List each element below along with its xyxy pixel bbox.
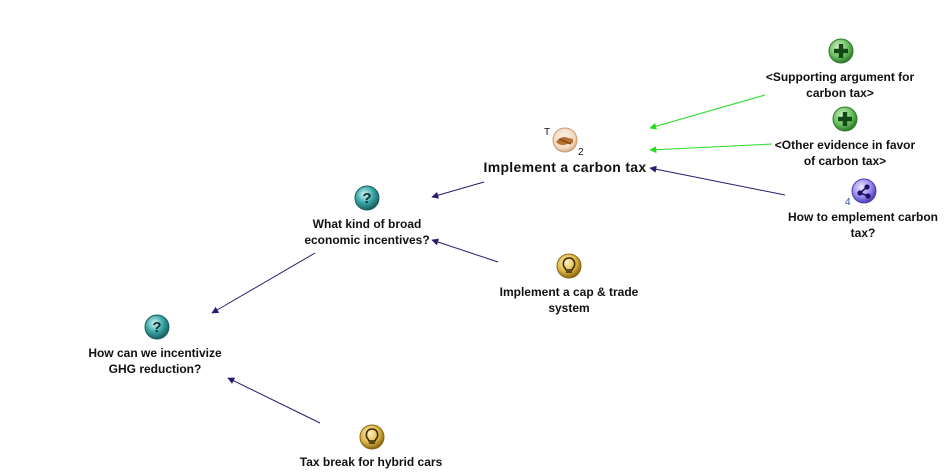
node-label-line: Implement a carbon tax	[483, 159, 647, 175]
node-label-line: How can we incentivize	[88, 346, 222, 360]
lightbulb-icon[interactable]	[359, 424, 385, 450]
plus-icon[interactable]	[832, 106, 858, 132]
link-how-to-to-carbon-tax[interactable]	[649, 165, 786, 196]
node-supporting-argument[interactable]: <Supporting argument for carbon tax>	[745, 69, 935, 101]
node-cap-and-trade[interactable]: Implement a cap & trade system	[474, 284, 664, 316]
node-label-line: tax?	[850, 226, 876, 240]
map-icon[interactable]	[851, 178, 877, 204]
node-carbon-tax[interactable]: Implement a carbon tax	[470, 159, 660, 175]
link-supporting-to-carbon-tax[interactable]	[649, 94, 766, 130]
node-ghg-reduction[interactable]: How can we incentivize GHG reduction?	[65, 345, 245, 377]
node-label-line: economic incentives?	[304, 233, 430, 247]
node-label-line: Tax break for hybrid cars	[299, 455, 443, 469]
node-label-line: How to emplement carbon	[787, 210, 939, 224]
node-label-line: Implement a cap & trade	[499, 285, 639, 299]
svg-text:?: ?	[152, 319, 161, 336]
node-hybrid-cars[interactable]: Tax break for hybrid cars	[276, 454, 466, 470]
node-label-line: GHG reduction?	[108, 362, 202, 376]
node-label-line: system	[548, 301, 590, 315]
node-label-line: carbon tax>	[806, 86, 874, 100]
node-how-to-implement[interactable]: How to emplement carbon tax?	[768, 209, 945, 241]
node-label-line: <Supporting argument for	[765, 70, 915, 84]
handshake-icon[interactable]	[552, 127, 578, 153]
node-label-line: of carbon tax>	[803, 154, 887, 168]
svg-text:?: ?	[362, 190, 371, 207]
node-economic-incentives[interactable]: What kind of broad economic incentives?	[277, 216, 457, 248]
link-hybrid-to-ghg[interactable]	[227, 377, 321, 424]
link-incentives-to-ghg[interactable]	[211, 252, 316, 314]
transclusion-tag: T	[544, 127, 551, 138]
link-cap-trade-to-incentives[interactable]	[431, 238, 499, 263]
plus-icon[interactable]	[828, 38, 854, 64]
question-icon[interactable]: ?	[354, 185, 380, 211]
link-evidence-to-carbon-tax[interactable]	[649, 143, 773, 154]
node-label-line: <Other evidence in favor	[774, 138, 916, 152]
node-label-line: What kind of broad	[312, 217, 422, 231]
node-other-evidence[interactable]: <Other evidence in favor of carbon tax>	[750, 137, 940, 169]
child-count-badge: 2	[578, 147, 584, 158]
map-count-badge: 4	[845, 197, 851, 208]
lightbulb-icon[interactable]	[556, 253, 582, 279]
question-icon[interactable]: ?	[144, 314, 170, 340]
link-carbon-tax-to-incentives[interactable]	[431, 181, 485, 199]
